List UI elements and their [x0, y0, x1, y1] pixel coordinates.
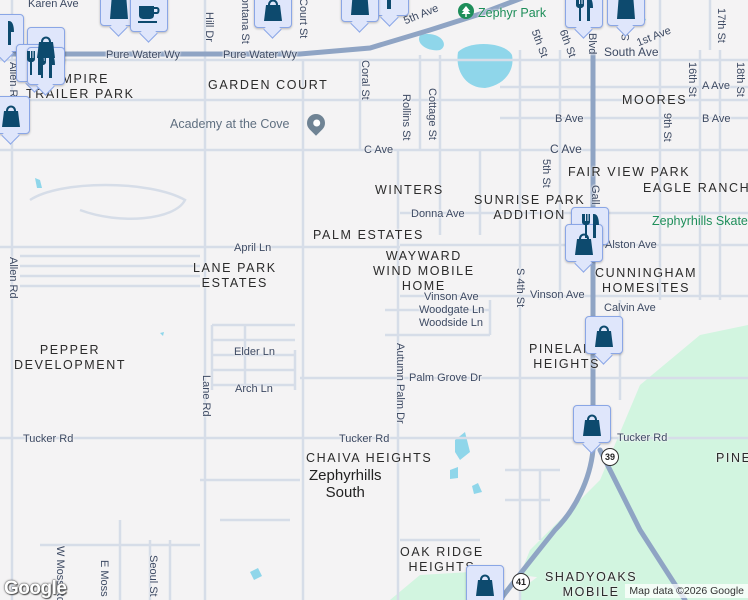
street-label-blvd: Blvd — [586, 33, 598, 55]
street-label-5th-st: 5th St — [540, 159, 552, 188]
street-label-c-ave: C Ave — [550, 142, 582, 156]
restaurant-icon — [582, 214, 599, 238]
street-label-alston-ave: Alston Ave — [605, 239, 657, 251]
area-label-pine: PINE — [716, 451, 748, 465]
street-label-18th-st: 18th St — [734, 62, 746, 97]
shopping-bag-icon — [351, 0, 369, 15]
area-label-cunningham-homesites: CUNNINGHAM HOMESITES — [595, 266, 698, 295]
cafe-marker[interactable] — [130, 0, 168, 32]
area-label-winters: WINTERS — [375, 183, 444, 197]
map-attribution[interactable]: Map data ©2026 Google — [625, 584, 748, 598]
street-label-9th-st: 9th St — [661, 113, 673, 142]
shopping-marker[interactable] — [585, 316, 623, 354]
shopping-marker[interactable] — [0, 96, 30, 134]
street-label-woodside-ln: Woodside Ln — [419, 317, 484, 329]
restaurant-marker[interactable] — [565, 0, 603, 28]
shopping-bag-icon — [476, 574, 494, 596]
street-label-donna-ave: Donna Ave — [411, 208, 465, 220]
shopping-bag-icon — [110, 0, 128, 19]
street-label-cottage-st: Cottage St — [426, 88, 438, 140]
shopping-marker[interactable] — [607, 0, 645, 26]
shopping-marker[interactable] — [573, 405, 611, 443]
street-label-pure-water-wy: Pure Water Wy — [106, 49, 181, 61]
shopping-bag-icon — [583, 414, 601, 436]
poi-label: Zephyr Park — [478, 6, 547, 20]
area-label-shadyoaks: SHADYOAKS MOBILE MODULAR — [545, 570, 638, 599]
street-label-rollins-st: Rollins St — [400, 94, 412, 141]
street-label-arch-ln: Arch Ln — [235, 383, 273, 395]
area-label-moores: MOORES — [622, 93, 688, 107]
street-label-a-ave: A Ave — [702, 80, 730, 92]
area-label-fair-view-park: FAIR VIEW PARK — [568, 165, 691, 179]
city-label-zephyrhills-south: Zephyrhills South — [309, 467, 382, 501]
shopping-bag-icon — [617, 0, 635, 19]
highway-shield-39: 39 — [601, 448, 619, 466]
street-label-gall-blvd: Gall — [589, 185, 601, 205]
shopping-bag-icon — [2, 105, 20, 127]
area-label-palm-estates: PALM ESTATES — [313, 228, 424, 242]
area-label-chaiva-heights: CHAIVA HEIGHTS — [306, 451, 433, 465]
area-label-empire-trailer-park: EMPIRE TRAILER PARK — [26, 72, 135, 101]
street-label-karen-ave: Karen Ave — [28, 0, 79, 10]
google-logo[interactable]: Google — [4, 578, 67, 599]
street-label-hill-dr: Hill Dr — [203, 12, 215, 42]
street-label-tucker-rd: Tucker Rd — [339, 433, 390, 445]
street-label-lane-rd: Lane Rd — [200, 375, 212, 417]
street-label-allen-rd: Allen Rd — [7, 257, 19, 299]
restaurant-icon — [576, 0, 593, 21]
street-label-17th-st: 17th St — [715, 8, 727, 43]
street-label-autumn-palm-dr: Autumn Palm Dr — [394, 343, 406, 424]
area-label-garden-court: GARDEN COURT — [208, 78, 329, 92]
restaurant-marker[interactable] — [27, 47, 65, 85]
shopping-marker[interactable] — [254, 0, 292, 28]
shopping-bag-icon — [595, 325, 613, 347]
restaurant-marker[interactable] — [0, 14, 24, 52]
tree-icon — [458, 3, 474, 19]
area-label-lane-park-estates: LANE PARK ESTATES — [193, 261, 277, 290]
area-label-oak-ridge-heights: OAK RIDGE HEIGHTS — [400, 545, 484, 574]
area-label-sunrise-park-addition: SUNRISE PARK ADDITION — [474, 193, 586, 222]
street-label-b-ave: B Ave — [555, 113, 584, 125]
street-label-vinson-ave: Vinson Ave — [530, 289, 585, 301]
area-label-wayward-wind: WAYWARD WIND MOBILE HOME — [373, 249, 475, 293]
street-label-court-st: Court St — [297, 0, 309, 39]
street-label-elder-ln: Elder Ln — [234, 346, 275, 358]
street-label-tucker-rd: Tucker Rd — [617, 432, 668, 444]
street-label-calvin-ave: Calvin Ave — [604, 302, 656, 314]
street-label-vinson-ave: Vinson Ave — [424, 291, 479, 303]
street-label-april-ln: April Ln — [234, 242, 272, 254]
highway-shield-41: 41 — [512, 573, 530, 591]
restaurant-icon — [8, 21, 14, 45]
shopping-marker[interactable] — [565, 224, 603, 262]
street-label-tucker-rd: Tucker Rd — [23, 433, 74, 445]
street-label-south-ave: South Ave — [604, 45, 659, 59]
shopping-bag-icon — [264, 0, 282, 21]
shopping-marker[interactable] — [341, 0, 379, 22]
street-label-fontana-st: Fontana St — [239, 0, 251, 44]
poi-zephyrhills-skate[interactable]: Zephyrhills Skate — [652, 214, 748, 228]
area-label-eagle-ranch: EAGLE RANCH — [643, 181, 748, 195]
street-label-seoul-st: Seoul St — [147, 555, 159, 597]
street-label-b-ave: B Ave — [702, 113, 731, 125]
poi-label: Academy at the Cove — [170, 117, 290, 131]
street-label-coral-st: Coral St — [359, 60, 371, 100]
street-label-16th-st: 16th St — [686, 62, 698, 97]
street-label-woodgate-ln: Woodgate Ln — [419, 304, 485, 316]
coffee-cup-icon — [138, 6, 160, 23]
shopping-marker[interactable] — [466, 565, 504, 600]
restaurant-icon — [38, 54, 55, 78]
area-label-pepper-development: PEPPER DEVELOPMENT — [14, 343, 127, 372]
street-label-c-ave: C Ave — [364, 144, 394, 156]
street-label-pure-water-wy: Pure Water Wy — [223, 49, 298, 61]
street-label-e-moss: E Moss — [98, 560, 110, 597]
shopping-bag-icon — [387, 0, 391, 9]
street-label-palm-grove-dr: Palm Grove Dr — [409, 372, 482, 384]
shopping-bag-icon — [575, 233, 593, 255]
street-label-s-4th-st: S 4th St — [514, 268, 526, 308]
